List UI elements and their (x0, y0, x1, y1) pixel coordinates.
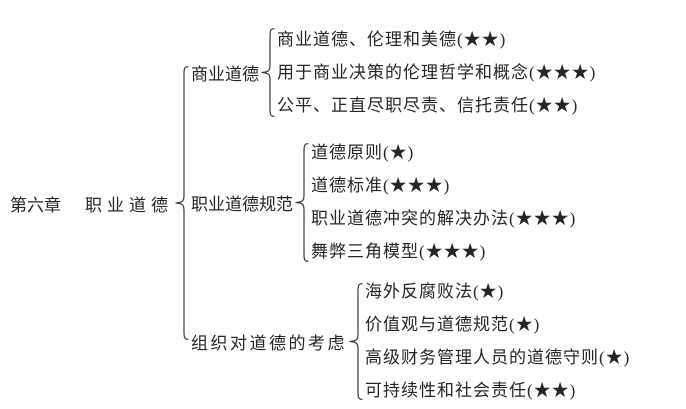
branch-label: 职业道德规范 (191, 194, 293, 214)
topic-item: 商业道德、伦理和美德(★★) (277, 30, 507, 49)
topic-list: 商业道德、伦理和美德(★★) 用于商业决策的伦理哲学和概念(★★★) 公平、正直… (277, 23, 596, 122)
topic-item: 舞弊三角模型(★★★) (311, 242, 487, 261)
branch-business-ethics: 商业道德 商业道德、伦理和美德(★★) 用于商业决策的伦理哲学和概念(★★★) … (191, 23, 596, 122)
branch-label: 组织对道德的考虑 (191, 333, 347, 353)
branch-organizational-ethics: 组织对道德的考虑 海外反腐败法(★) 价值观与道德规范(★) 高级财务管理人员的… (191, 275, 630, 407)
topic-item: 用于商业决策的伦理哲学和概念(★★★) (277, 63, 597, 82)
topic-item: 道德原则(★) (311, 143, 415, 162)
branch-professional-ethics-code: 职业道德规范 道德原则(★) 道德标准(★★★) 职业道德冲突的解决办法(★★★… (191, 136, 576, 268)
branch-curly-brace (261, 28, 275, 117)
chapter-label: 第六章 职业道德 (10, 191, 173, 216)
topic-list: 道德原则(★) 道德标准(★★★) 职业道德冲突的解决办法(★★★) 舞弊三角模… (311, 136, 576, 268)
topic-list: 海外反腐败法(★) 价值观与道德规范(★) 高级财务管理人员的道德守则(★) 可… (365, 275, 630, 407)
branch-label: 商业道德 (191, 65, 259, 84)
topic-item: 高级财务管理人员的道德守则(★) (365, 348, 631, 367)
topic-item: 道德标准(★★★) (311, 176, 451, 195)
root-curly-brace (175, 66, 189, 340)
chapter-row: 第六章 职业道德 (10, 66, 191, 340)
topic-item: 公平、正直尽职尽责、信托责任(★★) (277, 96, 579, 115)
topic-item: 价值观与道德规范(★) (365, 315, 541, 334)
chapter-title: 职业道德 (85, 195, 173, 215)
branch-curly-brace (295, 142, 309, 262)
topic-item: 可持续性和社会责任(★★) (365, 381, 577, 400)
topic-item: 职业道德冲突的解决办法(★★★) (311, 209, 577, 228)
topic-item: 海外反腐败法(★) (365, 282, 505, 301)
chapter-number: 第六章 (10, 195, 61, 215)
branch-curly-brace (349, 282, 363, 400)
